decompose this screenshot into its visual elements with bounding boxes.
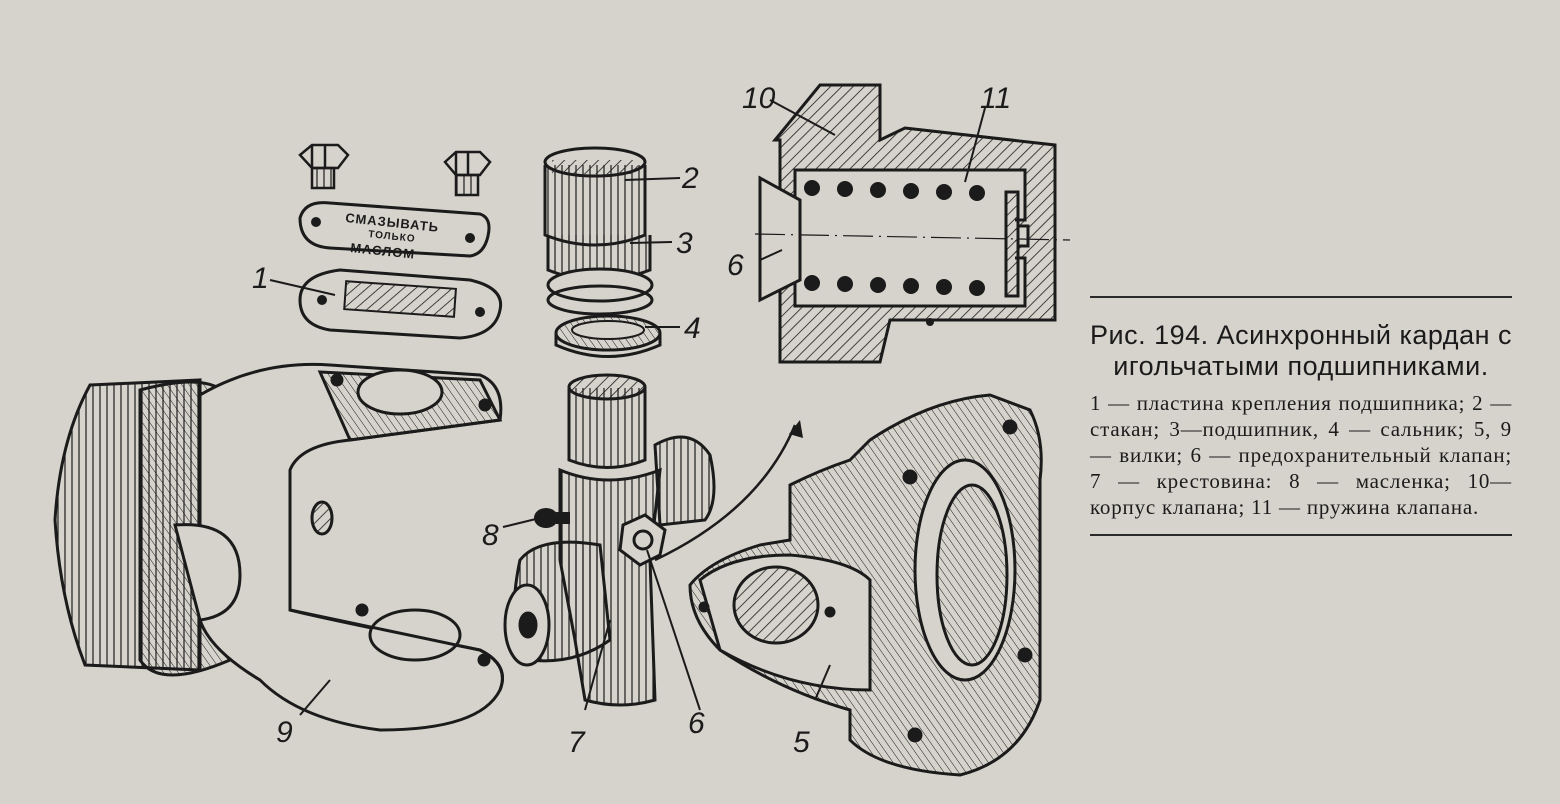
label-5: 5 [793,726,810,759]
caption-bottom-rule [1090,534,1512,536]
lubrication-plate: СМАЗЫВАТЬ ТОЛЬКО МАСЛОМ [298,201,491,262]
seal-ring [554,314,662,358]
bolt-right [443,150,492,197]
label-2: 2 [681,162,699,195]
caption-top-rule [1090,296,1512,298]
label-11: 11 [980,82,1011,115]
bearing-fastening-plate [298,268,503,340]
leader-lines [269,99,986,716]
label-10: 10 [742,82,776,115]
grease-nipple [534,508,570,528]
label-1: 1 [252,262,269,295]
caption-title: Рис. 194. Асинхронный кардан с игольчаты… [1090,320,1512,381]
arrow-head-icon [789,420,803,438]
yoke-5 [688,393,1043,777]
label-6-cross: 6 [688,707,705,740]
label-8: 8 [482,519,499,552]
assembly-arrow [654,424,797,562]
label-7: 7 [568,726,586,759]
cardan-joint-diagram: СМАЗЫВАТЬ ТОЛЬКО МАСЛОМ [53,82,1071,777]
relief-valve-section [754,83,1071,364]
bearing-cup [543,146,654,316]
figure-caption: Рис. 194. Асинхронный кардан с игольчаты… [1090,296,1512,536]
plate-text-line3: МАСЛОМ [350,240,416,262]
label-4: 4 [684,312,701,345]
label-6-valve: 6 [727,249,744,282]
plate-text-line2: ТОЛЬКО [368,229,416,245]
caption-legend: 1 — пластина крепления подшипника; 2 — с… [1090,391,1512,519]
cross-spider [503,373,716,707]
bolt-left [298,143,350,190]
label-9: 9 [276,716,293,749]
label-3: 3 [676,227,693,260]
yoke-9 [53,362,504,732]
